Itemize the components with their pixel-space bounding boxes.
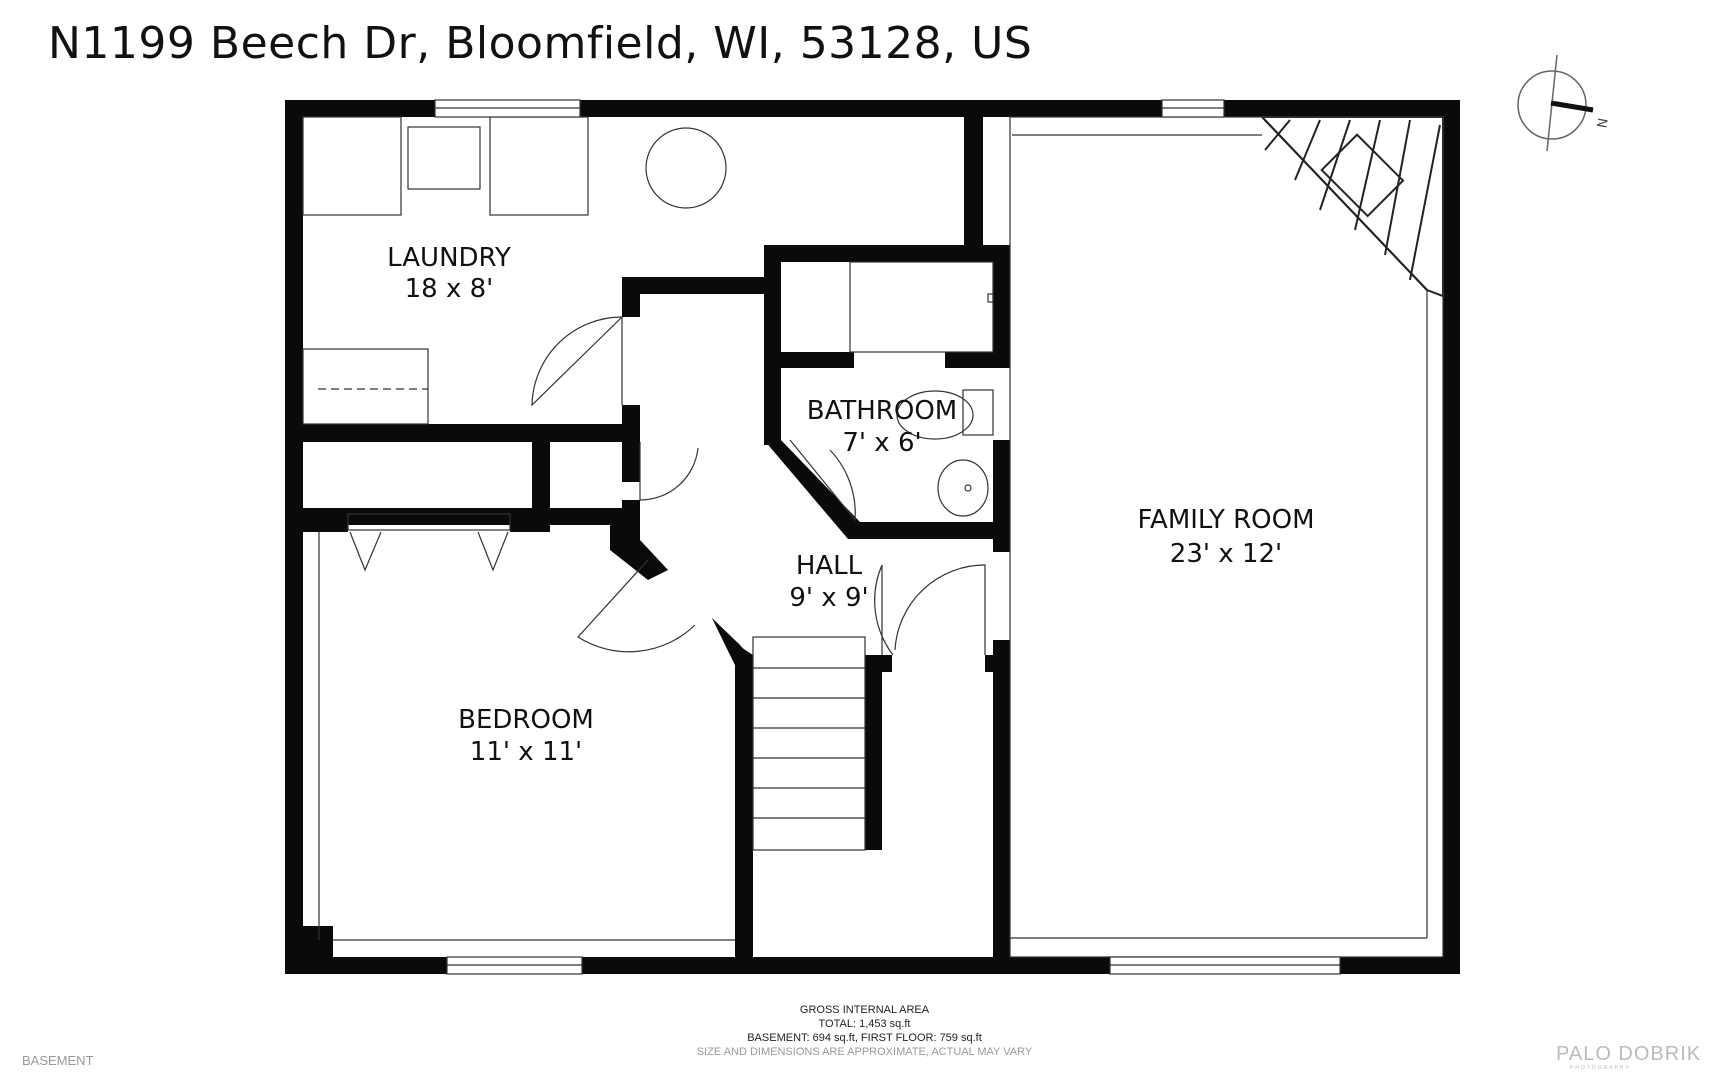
room-size-bathroom: 7' x 6' (842, 428, 921, 458)
room-name-laundry: LAUNDRY (387, 243, 511, 273)
area-title: GROSS INTERNAL AREA (799, 1004, 930, 1016)
room-size-laundry: 18 x 8' (405, 274, 494, 304)
corner-hatch (1259, 116, 1444, 298)
area-summary: GROSS INTERNAL AREA TOTAL: 1,453 sq.ft B… (0, 1003, 1729, 1059)
property-address: N1199 Beech Dr, Bloomfield, WI, 53128, U… (48, 18, 1033, 69)
brand-subtitle: PHOTOGRAPHY (1570, 1065, 1631, 1071)
walls (285, 100, 1460, 974)
inner-lines (302, 99, 1444, 975)
compass-north-letter: N (1595, 117, 1611, 129)
brand-name: PALO DOBRIK (1556, 1043, 1702, 1065)
room-size-hall: 9' x 9' (789, 583, 868, 613)
level-label: BASEMENT (22, 1053, 94, 1068)
room-name-family-room: FAMILY ROOM (1137, 505, 1314, 535)
room-name-bedroom: BEDROOM (458, 705, 594, 735)
room-name-bathroom: BATHROOM (807, 396, 957, 426)
compass-icon: N (1517, 55, 1612, 152)
room-size-bedroom: 11' x 11' (470, 737, 582, 767)
area-breakdown: BASEMENT: 694 sq.ft, FIRST FLOOR: 759 sq… (747, 1032, 982, 1044)
area-disclaimer: SIZE AND DIMENSIONS ARE APPROXIMATE, ACT… (696, 1046, 1033, 1058)
room-name-hall: HALL (796, 551, 863, 581)
room-size-family-room: 23' x 12' (1170, 539, 1282, 569)
brand-logo: PALO DOBRIK PHOTOGRAPHY (1556, 1043, 1702, 1071)
area-total: TOTAL: 1,453 sq.ft (818, 1018, 911, 1030)
